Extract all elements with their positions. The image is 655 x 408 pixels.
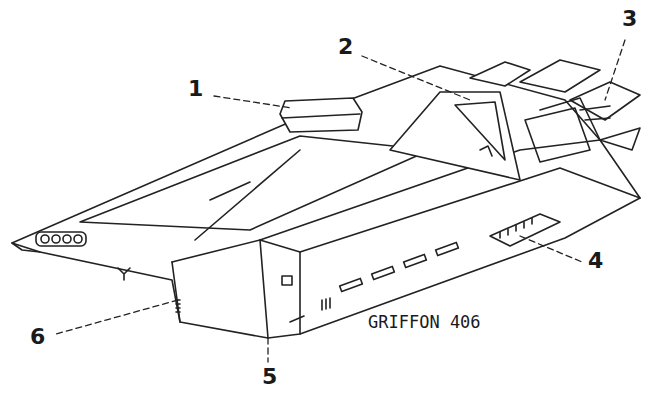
callout-number: 2	[336, 36, 355, 58]
callout-number: 1	[186, 78, 205, 100]
model-name: GRIFFON 406	[366, 314, 483, 331]
callout-number: 5	[260, 366, 279, 388]
callout-number: 3	[620, 8, 639, 30]
callout-number: 6	[28, 326, 47, 348]
callout-number: 4	[586, 250, 605, 272]
